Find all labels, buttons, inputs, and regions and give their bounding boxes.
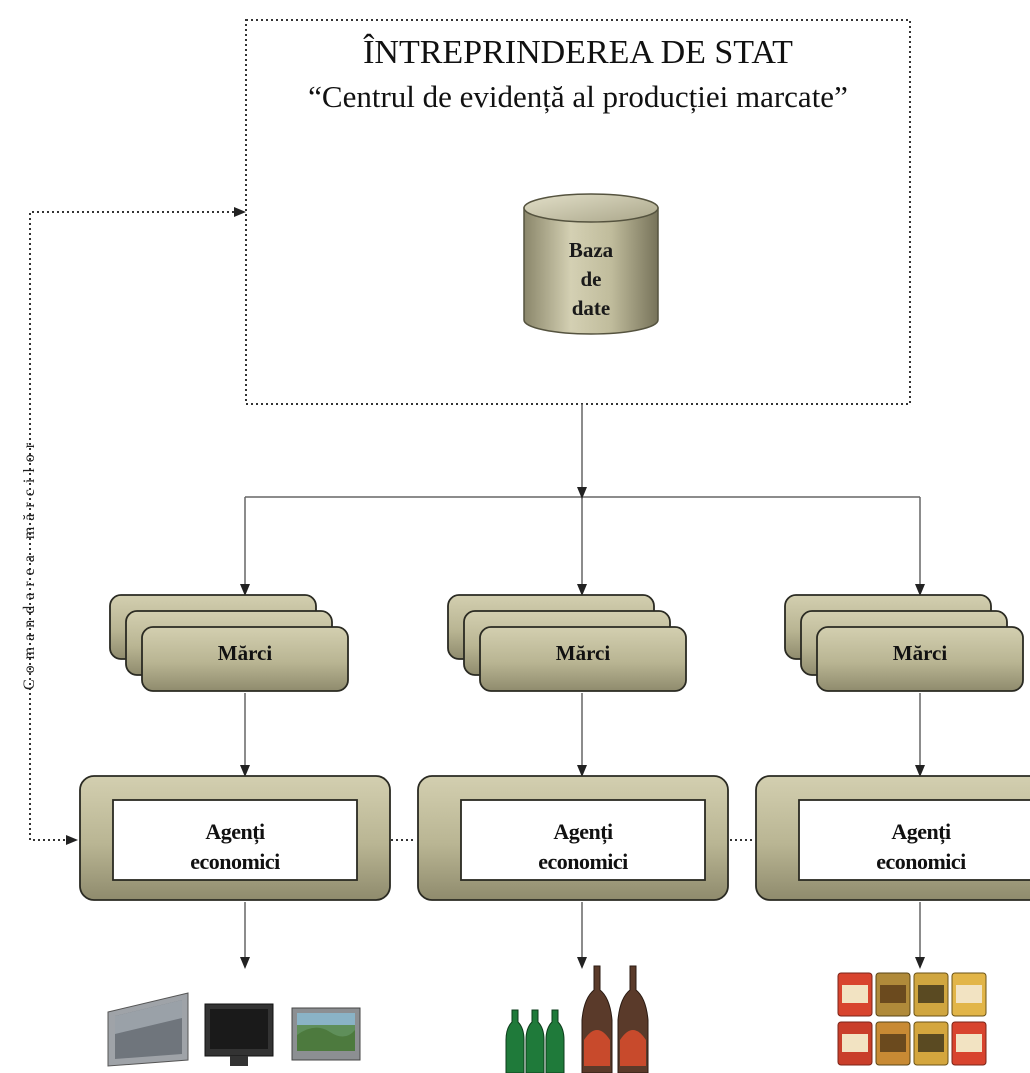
agent-label-2-line2: economici [538,849,628,874]
food-cans-icon [837,972,987,1066]
database-label-line1: Baza [568,238,614,262]
marks-stack-1 [109,594,349,692]
agent-label-3-line2: economici [876,849,966,874]
agent-label-3: Agenți economici [822,817,1020,877]
arrowheads [240,487,925,969]
institution-name: ÎNTREPRINDEREA DE STAT [363,34,793,71]
agent-label-3-line1: Agenți [891,819,951,844]
institution-box [245,19,911,405]
marks-label-1: Mărci [217,641,273,665]
database-cylinder-icon [523,193,659,335]
agent-label-2-line1: Agenți [553,819,613,844]
database-label: Baza de date [524,236,658,323]
feedback-arrow-bottom [66,835,78,845]
feedback-loop [29,211,236,841]
connector-lines [244,404,921,960]
agent-box-1 [79,775,391,901]
agent-label-1-line2: economici [190,849,280,874]
side-label: Comandarea mărcilor [21,436,38,690]
agent-label-1-line1: Agenți [205,819,265,844]
bottles-icon [505,965,649,1073]
agent-box-3 [755,775,1030,901]
agent-label-1: Agenți economici [136,817,334,877]
database-label-line3: date [571,296,611,320]
tv-screens-icon [107,992,361,1067]
institution-subtitle: “Centrul de evidență al producției marca… [308,79,848,114]
marks-label-3: Mărci [892,641,948,665]
feedback-arrow-top [234,207,246,217]
agent-label-2: Agenți economici [484,817,682,877]
marks-stack-2 [447,594,687,692]
marks-label-2: Mărci [555,641,611,665]
agent-box-2 [417,775,729,901]
database-label-line2: de [580,267,602,291]
marks-stack-3 [784,594,1024,692]
